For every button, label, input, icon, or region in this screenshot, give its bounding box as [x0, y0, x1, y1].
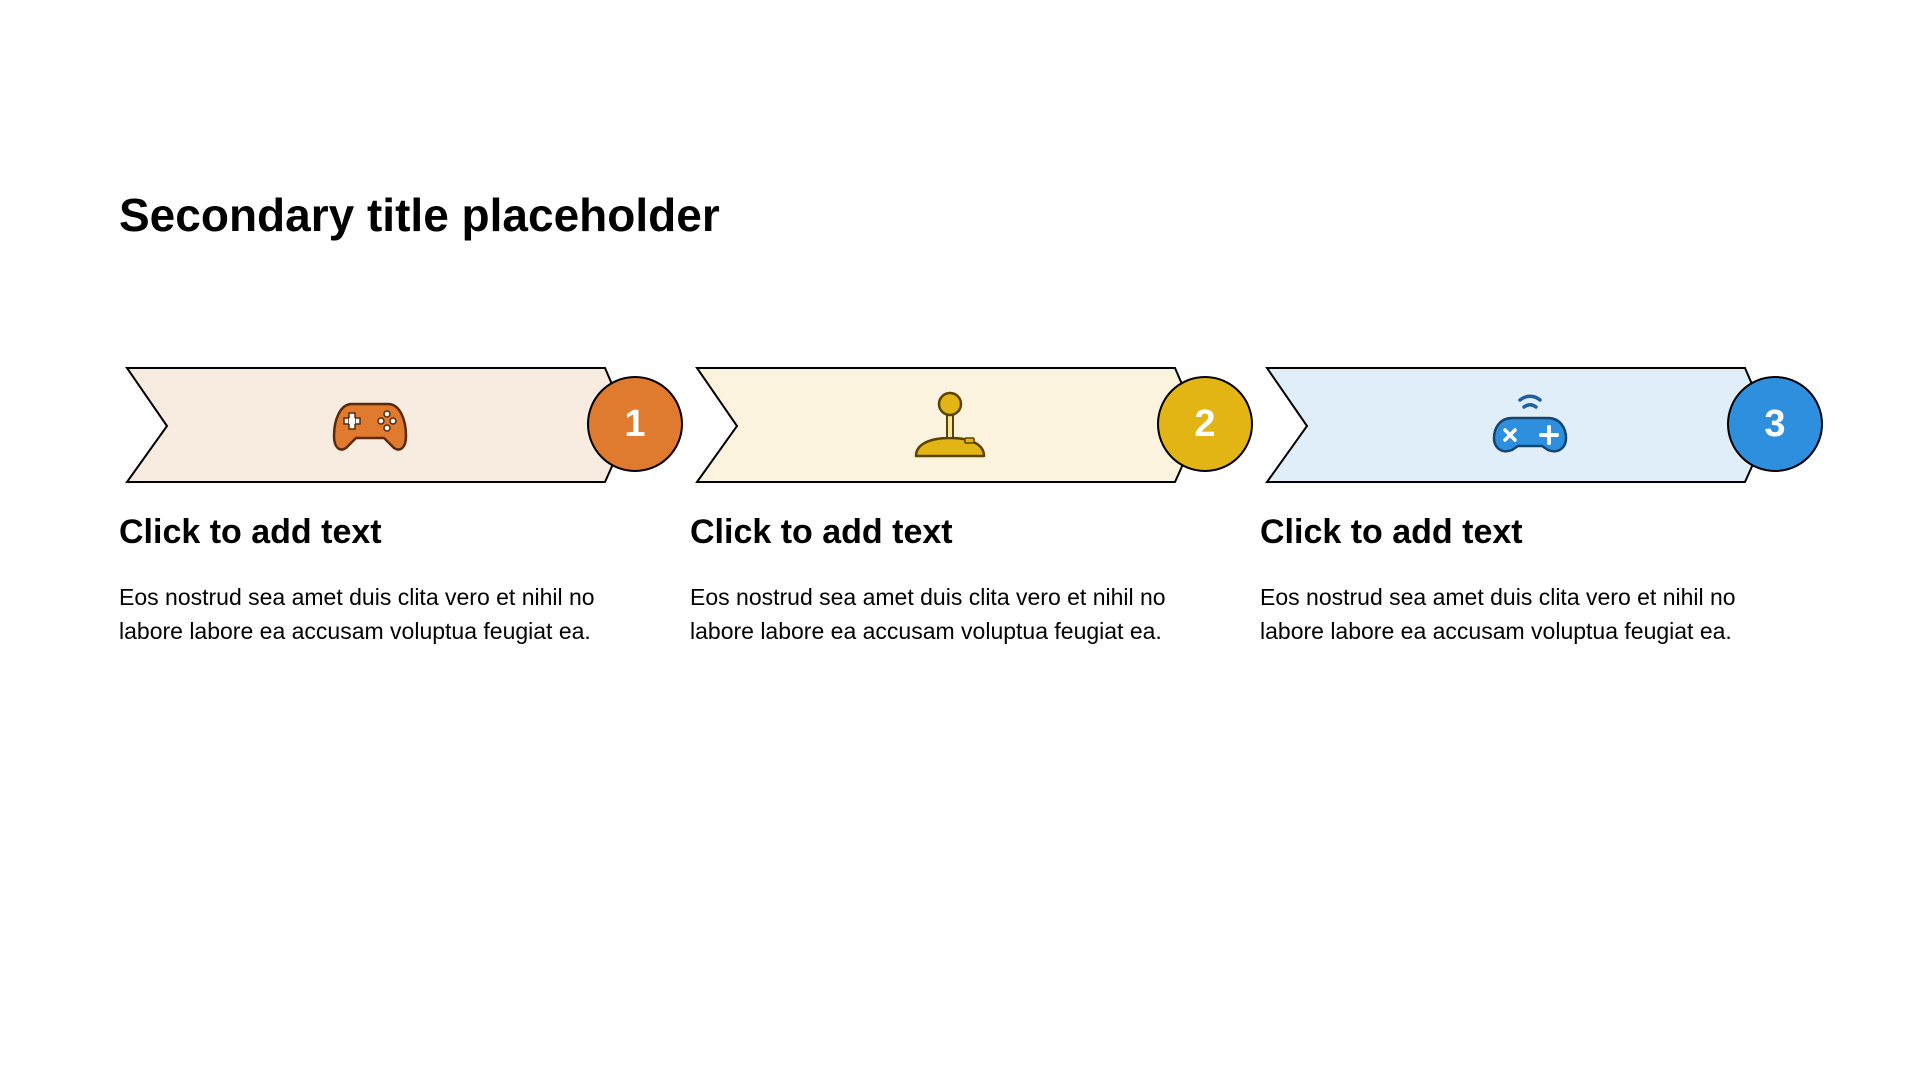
step-2-heading[interactable]: Click to add text [690, 513, 953, 551]
wireless-gamepad-icon [1490, 386, 1570, 466]
step-number-badge: 1 [587, 376, 683, 472]
step-3: 3 [1265, 366, 1835, 486]
step-1: 1 [125, 366, 695, 486]
gamepad-icon [330, 386, 410, 466]
step-number-badge: 2 [1157, 376, 1253, 472]
step-2: 2 [695, 366, 1265, 486]
step-1-heading[interactable]: Click to add text [119, 513, 382, 551]
step-3-body[interactable]: Eos nostrud sea amet duis clita vero et … [1260, 584, 1736, 644]
step-1-body[interactable]: Eos nostrud sea amet duis clita vero et … [119, 584, 595, 644]
joystick-icon [910, 386, 990, 466]
step-3-heading[interactable]: Click to add text [1260, 513, 1523, 551]
slide-title[interactable]: Secondary title placeholder [119, 189, 720, 241]
step-2-body[interactable]: Eos nostrud sea amet duis clita vero et … [690, 584, 1166, 644]
step-number-badge: 3 [1727, 376, 1823, 472]
